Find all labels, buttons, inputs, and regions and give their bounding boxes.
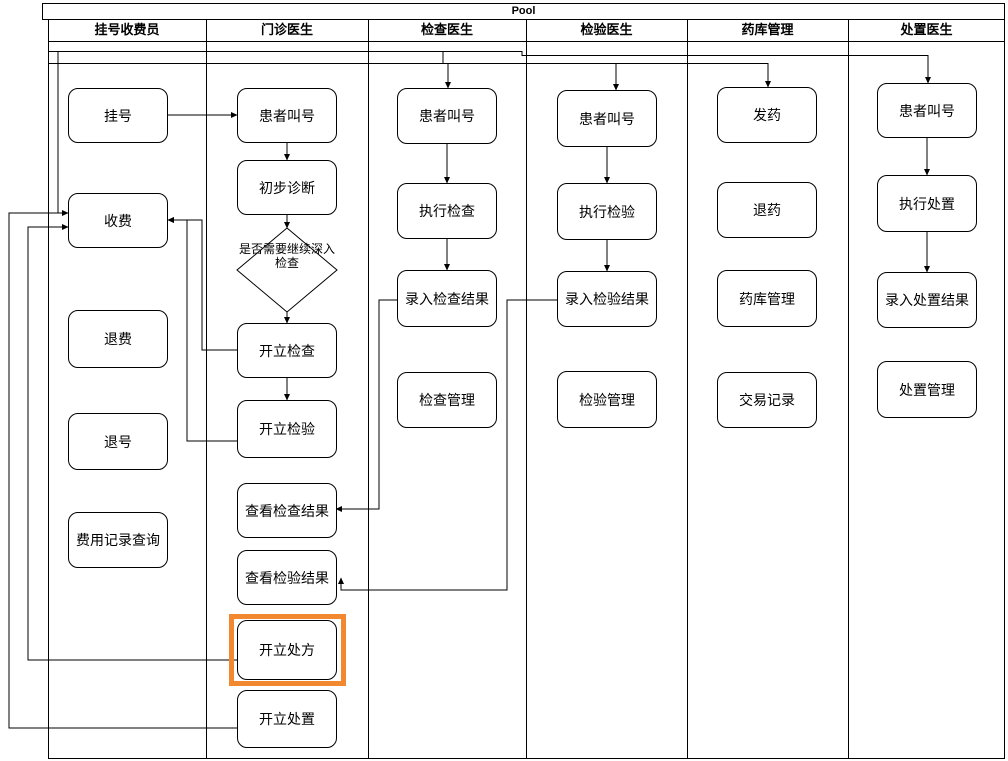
node-lab-management[interactable]: 检验管理 — [557, 371, 657, 428]
decision-diamond[interactable] — [236, 227, 338, 313]
node-enter-exam-result[interactable]: 录入检查结果 — [397, 270, 497, 327]
node-preliminary-diagnosis[interactable]: 初步诊断 — [237, 160, 337, 215]
node-view-lab-result[interactable]: 查看检验结果 — [237, 550, 337, 605]
node-order-lab-test[interactable]: 开立检验 — [237, 400, 337, 458]
node-perform-treatment[interactable]: 执行处置 — [877, 175, 977, 232]
node-order-exam[interactable]: 开立检查 — [237, 323, 337, 378]
node-order-prescription[interactable]: 开立处方 — [237, 620, 337, 680]
node-call-patient-treatment[interactable]: 患者叫号 — [877, 83, 977, 138]
node-fee-record-query[interactable]: 费用记录查询 — [68, 512, 168, 568]
lane-header-treatment-doctor[interactable]: 处置医生 — [900, 22, 953, 37]
lane-header-outpatient-doctor[interactable]: 门诊医生 — [260, 22, 313, 37]
lane-header-pharmacy-management[interactable]: 药库管理 — [741, 22, 794, 37]
node-cancel-register[interactable]: 退号 — [68, 413, 168, 470]
node-call-patient-outpatient[interactable]: 患者叫号 — [237, 88, 337, 143]
highlight-box — [229, 614, 346, 686]
node-pharmacy-management[interactable]: 药库管理 — [717, 270, 817, 327]
node-enter-treatment-result[interactable]: 录入处置结果 — [877, 272, 977, 328]
pool-title: Pool — [511, 5, 536, 17]
pool-frame — [42, 3, 1005, 759]
node-exam-management[interactable]: 检查管理 — [397, 372, 497, 428]
lane-header-lab-doctor[interactable]: 检验医生 — [580, 22, 633, 37]
node-perform-lab-test[interactable]: 执行检验 — [557, 183, 657, 240]
lane-header-exam-doctor[interactable]: 检查医生 — [420, 22, 473, 37]
node-call-patient-exam[interactable]: 患者叫号 — [397, 88, 497, 144]
node-return-medicine[interactable]: 退药 — [717, 182, 817, 238]
node-charge[interactable]: 收费 — [68, 193, 168, 248]
node-enter-lab-result[interactable]: 录入检验结果 — [557, 271, 657, 327]
node-view-exam-result[interactable]: 查看检查结果 — [237, 483, 337, 538]
edges — [8, 51, 931, 729]
node-dispense-medicine[interactable]: 发药 — [717, 87, 817, 143]
node-refund-fee[interactable]: 退费 — [68, 310, 168, 368]
node-register[interactable]: 挂号 — [68, 88, 168, 143]
lane-header-registration-cashier[interactable]: 挂号收费员 — [94, 22, 160, 37]
decision-label[interactable]: 是否需要继续深入检查 — [238, 242, 335, 270]
node-perform-exam[interactable]: 执行检查 — [397, 183, 497, 239]
node-transaction-record[interactable]: 交易记录 — [717, 372, 817, 428]
node-call-patient-lab[interactable]: 患者叫号 — [557, 90, 657, 147]
node-treatment-management[interactable]: 处置管理 — [877, 361, 977, 418]
node-order-treatment[interactable]: 开立处置 — [237, 690, 337, 748]
